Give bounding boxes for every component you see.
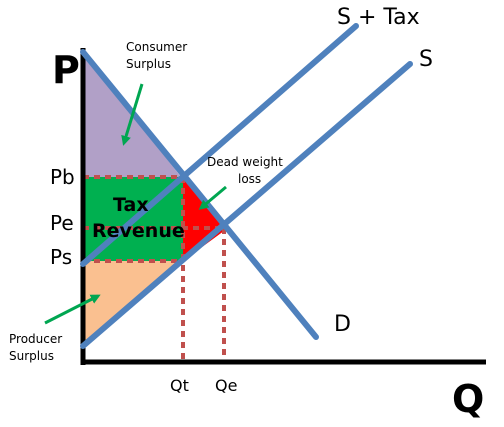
guide-lines: [83, 175, 228, 362]
supply-plus-tax-curve: [80, 23, 359, 267]
consumer-surplus-arrow: [121, 83, 144, 146]
seller-price-label: Ps: [50, 245, 72, 269]
price-axis-label: P: [52, 48, 80, 92]
producer-surplus-arrow: [44, 294, 101, 325]
equilibrium-price-label: Pe: [50, 211, 74, 235]
deadweight-loss-area: [183, 177, 228, 261]
tax-revenue-label-line1: Tax: [113, 194, 149, 216]
demand-label: D: [334, 312, 351, 337]
buyer-price-label: Pb: [50, 165, 75, 189]
demand-curve: [80, 49, 319, 340]
producer-surplus-label-line2: Surplus: [9, 349, 54, 363]
deadweight-loss-arrow: [198, 185, 227, 210]
equilibrium-quantity-label: Qe: [215, 376, 237, 395]
taxed-quantity-label: Qt: [170, 376, 189, 395]
deadweight-loss-label-line2: loss: [238, 172, 261, 186]
supply-label: S: [419, 47, 433, 72]
supply-plus-tax-label: S + Tax: [337, 5, 420, 30]
deadweight-loss-label-line1: Dead weight: [207, 155, 283, 169]
supply-curve: [80, 61, 413, 349]
tax-revenue-label-line2: Revenue: [92, 220, 185, 242]
producer-surplus-label-line1: Producer: [9, 332, 62, 346]
quantity-axis-label: Q: [452, 377, 484, 421]
consumer-surplus-label-line2: Surplus: [126, 57, 171, 71]
consumer-surplus-label-line1: Consumer: [126, 40, 187, 54]
